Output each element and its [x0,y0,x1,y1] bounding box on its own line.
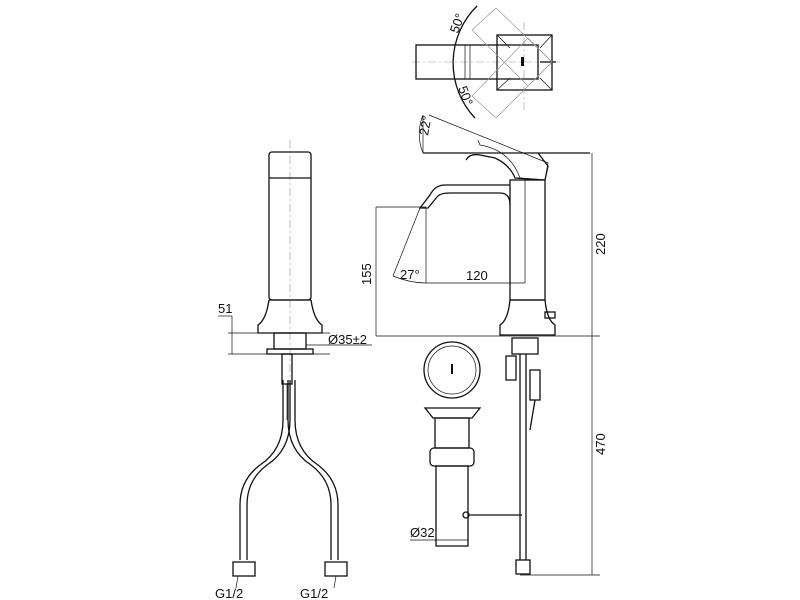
handle-top-view [415,44,539,80]
hose-right [287,380,332,560]
rotation-right-label: 50° [455,84,476,108]
inlet-left-label: G1/2 [215,586,243,600]
spout-reach-label: 120 [466,268,488,283]
rotation-left-label: 50° [447,11,468,35]
side-view: 22° 27° 120 155 220 470 [359,115,608,576]
drain-height-label: 470 [593,433,608,455]
nut-left [232,561,256,577]
lever-handle [465,152,549,181]
drain-popup [423,407,482,419]
top-view: 50° 50° [412,5,560,119]
lever-angle-label: 22° [416,115,434,137]
mount-hole-label: Ø35±2 [328,332,367,347]
drain-diameter-label: Ø32 [410,525,435,540]
nut-right [324,561,348,577]
drain-plug-top [423,341,481,399]
deck-thickness-label: 51 [218,301,232,316]
overall-height-label: 220 [593,233,608,255]
spout-angle-label: 27° [400,267,420,282]
inlet-right-label: G1/2 [300,586,328,600]
rotation-arc [452,5,478,119]
faucet-body [509,179,546,301]
front-view: G1/2 G1/2 51 Ø35±2 [215,140,372,600]
spout-height-label: 155 [359,263,374,285]
spout [418,184,511,209]
hose-left [239,380,284,560]
